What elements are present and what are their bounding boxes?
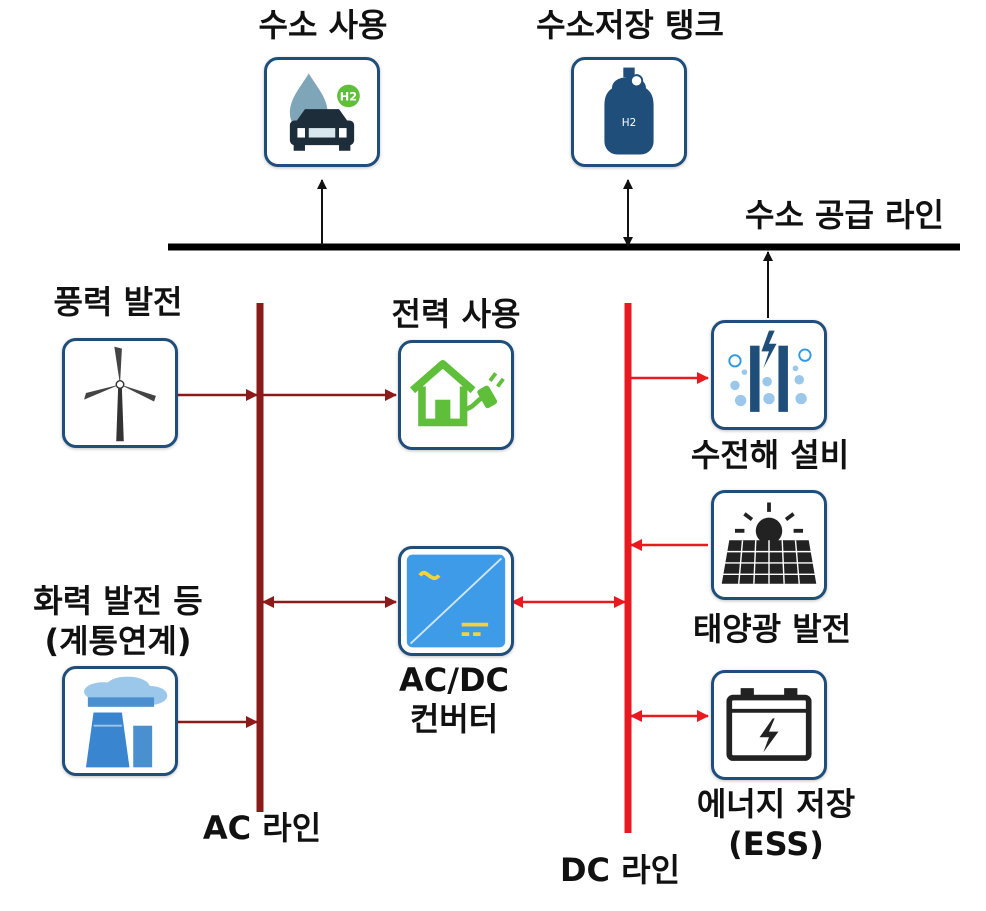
wind-power-box [62,338,178,448]
car-h2-icon: H2 [289,73,360,151]
converter-box [398,546,514,656]
label-ess-abbr: (ESS) [728,825,824,863]
house-plug-icon [410,360,505,427]
hydrogen-tank-box: H2 [571,57,687,167]
label-dc-line: DC 라인 [559,851,681,889]
hydrogen-tank-icon: H2 [604,67,654,155]
label-hydrogen-use: 수소 사용 [258,6,388,44]
converter-icon [406,554,506,648]
battery-icon [726,688,812,761]
label-grid-connection: (계통연계) [44,622,192,660]
label-ac-line: AC 라인 [202,809,322,847]
solar-power-box [711,490,827,600]
electrolyzer-icon [728,330,812,412]
label-converter-acdc: AC/DC [399,661,509,699]
label-hydrogen-tank: 수소저장 탱크 [536,6,724,44]
label-thermal-power: 화력 발전 등 [33,582,203,620]
tank-h2-text: H2 [622,117,636,129]
thermal-power-box [62,666,178,776]
ess-box [711,670,827,780]
label-ess: 에너지 저장 [696,785,856,823]
label-hydrogen-supply-line: 수소 공급 라인 [745,196,944,234]
electrolyzer-box [711,320,827,430]
label-electrolysis: 수전해 설비 [690,436,850,474]
h2-badge-text: H2 [340,90,357,104]
wind-turbine-icon [84,346,156,442]
solar-panel-icon [721,502,817,584]
hydrogen-use-box: H2 [264,57,380,167]
label-wind-power: 풍력 발전 [53,283,183,321]
power-use-box [398,340,514,450]
label-converter: 컨버터 [409,700,499,738]
label-power-use: 전력 사용 [391,295,521,333]
label-solar-power: 태양광 발전 [692,610,852,648]
factory-icon [84,676,168,768]
